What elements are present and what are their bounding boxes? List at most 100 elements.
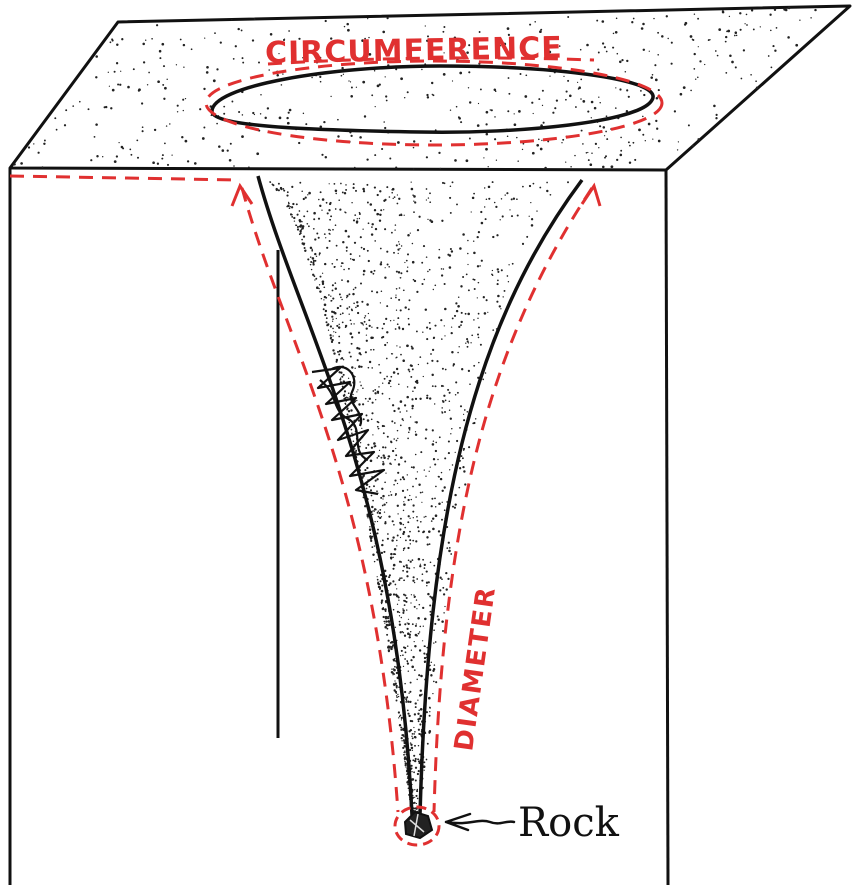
stipple-dot: [395, 270, 398, 273]
stipple-dot: [394, 626, 397, 628]
stipple-dot: [467, 252, 469, 255]
stipple-dot: [412, 278, 415, 281]
stipple-dot: [95, 76, 98, 79]
stipple-dot: [406, 566, 409, 569]
stipple-dot: [404, 646, 407, 650]
stipple-dot: [426, 742, 429, 745]
stipple-dot: [412, 539, 415, 542]
stipple-dot: [440, 384, 444, 388]
stipple-dot: [410, 498, 413, 501]
stipple-dot: [414, 433, 418, 437]
stipple-dot: [409, 690, 412, 693]
stipple-dot: [525, 74, 528, 77]
stipple-dot: [408, 714, 411, 718]
stipple-dot: [366, 515, 369, 517]
stipple-dot: [745, 13, 748, 16]
stipple-dot: [414, 779, 417, 782]
stipple-dot: [404, 658, 406, 660]
stipple-dot: [430, 661, 433, 664]
diameter-dashed-right: [432, 187, 594, 813]
stipple-dot: [594, 142, 598, 146]
stipple-dot: [384, 126, 387, 130]
stipple-dot: [333, 183, 336, 185]
stipple-dot: [390, 297, 393, 300]
stipple-dot: [392, 556, 394, 559]
stipple-dot: [384, 446, 387, 449]
stipple-dot: [419, 753, 421, 756]
stipple-dot: [313, 211, 316, 215]
stipple-dot: [629, 144, 631, 147]
stipple-dot: [368, 528, 372, 532]
stipple-dot: [402, 359, 405, 362]
stipple-dot: [445, 571, 448, 575]
stipple-dot: [410, 187, 414, 191]
stipple-dot: [439, 477, 443, 481]
stipple-dot: [353, 448, 356, 450]
stipple-dot: [404, 496, 407, 499]
stipple-dot: [406, 489, 409, 491]
stipple-dot: [352, 186, 355, 189]
stipple-dot: [364, 505, 367, 508]
stipple-dot: [216, 122, 218, 125]
stipple-dot: [392, 567, 395, 570]
stipple-dot: [328, 294, 330, 296]
stipple-dot: [476, 265, 480, 268]
stipple-dot: [359, 381, 361, 383]
stipple-dot: [348, 80, 350, 82]
stipple-dot: [438, 475, 440, 478]
stipple-dot: [397, 695, 400, 698]
stipple-dot: [407, 670, 410, 672]
stipple-dot: [379, 509, 382, 511]
stipple-dot: [398, 615, 401, 617]
stipple-dot: [415, 496, 417, 498]
stipple-dot: [367, 366, 370, 369]
stipple-dot: [424, 515, 427, 518]
stipple-dot: [414, 759, 417, 763]
stipple-dot: [359, 136, 362, 139]
stipple-dot: [404, 651, 407, 654]
stipple-dot: [421, 579, 424, 582]
stipple-dot: [426, 93, 429, 97]
stipple-dot: [431, 348, 435, 352]
stipple-dot: [407, 317, 410, 320]
stipple-dot: [386, 342, 388, 344]
stipple-dot: [642, 48, 646, 52]
stipple-dot: [395, 296, 397, 299]
stipple-dot: [458, 467, 462, 470]
stipple-dot: [395, 309, 398, 311]
stipple-dot: [506, 135, 509, 138]
stipple-dot: [315, 255, 318, 257]
stipple-dot: [428, 268, 431, 271]
stipple-dot: [432, 680, 435, 683]
stipple-dot: [408, 426, 411, 430]
stipple-dot: [179, 38, 182, 41]
stipple-dot: [343, 397, 346, 400]
stipple-dot: [389, 593, 392, 596]
stipple-dot: [298, 37, 301, 40]
stipple-dot: [694, 78, 697, 80]
stipple-dot: [360, 322, 362, 324]
stipple-dot: [427, 197, 430, 199]
stipple-dot: [465, 159, 469, 163]
stipple-dot: [381, 487, 384, 490]
stipple-dot: [360, 282, 362, 285]
stipple-dot: [415, 379, 419, 383]
stipple-dot: [335, 360, 338, 363]
stipple-dot: [540, 28, 543, 31]
stipple-dot: [463, 409, 466, 411]
stipple-dot: [477, 336, 480, 339]
stipple-dot: [447, 388, 450, 391]
stipple-dot: [570, 166, 572, 168]
stipple-dot: [333, 331, 335, 333]
stipple-dot: [452, 363, 456, 366]
stipple-dot: [398, 686, 400, 688]
stipple-dot: [750, 74, 752, 76]
stipple-dot: [450, 433, 452, 435]
stipple-dot: [439, 576, 442, 579]
stipple-dot: [87, 108, 90, 111]
stipple-dot: [428, 322, 431, 324]
stipple-dot: [393, 409, 396, 413]
stipple-dot: [228, 159, 232, 162]
stipple-dot: [374, 105, 376, 108]
stipple-dot: [383, 199, 386, 202]
